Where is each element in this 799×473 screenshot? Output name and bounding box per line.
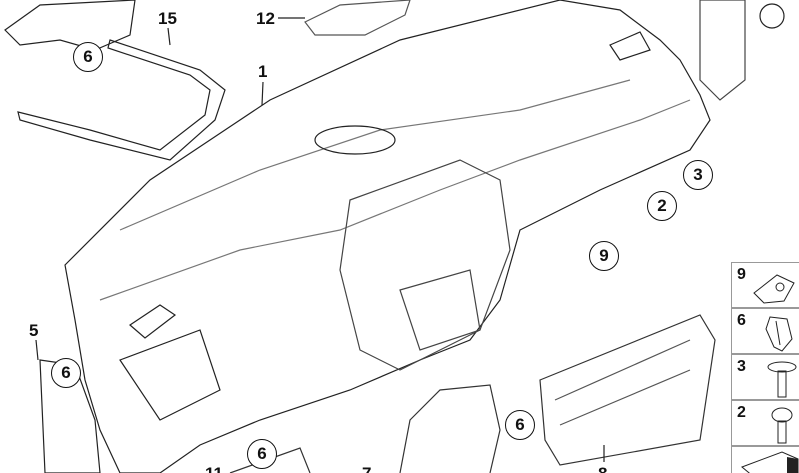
end-panel-3 xyxy=(699,0,746,101)
leader-15 xyxy=(167,27,171,46)
circled-callout-6: 6 xyxy=(505,410,535,440)
circled-callout-6: 6 xyxy=(73,42,103,72)
washer-screw-icon xyxy=(767,361,797,398)
right-vent xyxy=(609,31,651,61)
bracket-15 xyxy=(17,39,226,161)
circled-callout-9: 9 xyxy=(589,241,619,271)
legend-item-6: 6 xyxy=(731,308,799,354)
spring-clip-icon xyxy=(765,316,793,352)
speaker-grille xyxy=(314,125,396,155)
legend-item-3: 3 xyxy=(731,354,799,400)
callout-11: 11 xyxy=(205,465,223,473)
callout-8: 8 xyxy=(598,465,607,473)
legend-item-foam xyxy=(731,446,799,473)
circled-callout-6: 6 xyxy=(247,439,277,469)
legend-item-9: 9 xyxy=(731,262,799,308)
trim-piece-6 xyxy=(4,0,136,51)
leader-5 xyxy=(35,339,39,361)
circled-callout-6: 6 xyxy=(51,358,81,388)
legend-number: 6 xyxy=(737,312,746,329)
legend-item-2: 2 xyxy=(731,400,799,446)
dashboard-1 xyxy=(64,0,711,473)
left-vent xyxy=(129,304,177,339)
vent-12 xyxy=(304,0,411,36)
trim-7 xyxy=(399,384,501,473)
callout-12: 12 xyxy=(256,9,275,28)
legend-number: 9 xyxy=(737,266,746,283)
callout-15: 15 xyxy=(158,9,177,28)
callout-7: 7 xyxy=(362,465,371,473)
callout-5: 5 xyxy=(29,321,39,340)
center-console-frame xyxy=(339,159,511,371)
trim-8 xyxy=(539,314,716,466)
switch-knob xyxy=(759,3,785,29)
collar-screw-icon xyxy=(771,407,793,444)
legend-number: 2 xyxy=(737,404,746,421)
glovebox-opening xyxy=(119,329,221,421)
legend-number: 3 xyxy=(737,358,746,375)
leader-1 xyxy=(261,81,264,106)
clip-nut-icon xyxy=(753,274,795,304)
circled-callout-2: 2 xyxy=(647,191,677,221)
callout-1: 1 xyxy=(258,62,268,81)
circled-callout-3: 3 xyxy=(683,160,713,190)
foam-pad-icon xyxy=(741,451,799,473)
